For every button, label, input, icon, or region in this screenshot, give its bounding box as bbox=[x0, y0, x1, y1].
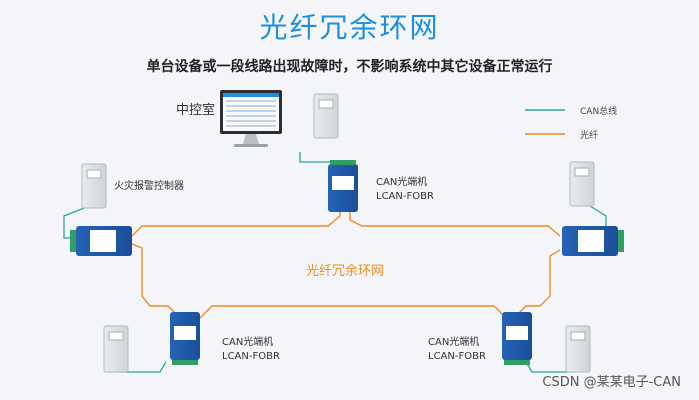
fire-alarm-panel-top bbox=[313, 93, 339, 139]
monitor-icon bbox=[220, 90, 282, 147]
control-room-label: 中控室 bbox=[176, 103, 216, 118]
ring-label: 光纤冗余环网 bbox=[306, 264, 385, 279]
can-fiber-converter-right bbox=[562, 226, 624, 256]
can-fiber-converter-left bbox=[70, 226, 132, 256]
page-subtitle: 单台设备或一段线路出现故障时，不影响系统中其它设备正常运行 bbox=[146, 59, 553, 75]
fire-alarm-panel-bottom-right bbox=[565, 325, 591, 373]
converter-bl-name: CAN光端机 bbox=[222, 337, 274, 348]
watermark: CSDN @某某电子-CAN bbox=[542, 375, 681, 390]
converter-br-name: CAN光端机 bbox=[428, 337, 480, 348]
fire-controller-label: 火灾报警控制器 bbox=[114, 181, 184, 192]
can-fiber-converter-bottom-right bbox=[502, 312, 532, 365]
fiber-ring bbox=[131, 210, 561, 319]
can-fiber-converter-top bbox=[328, 160, 358, 212]
page-title: 光纤冗余环网 bbox=[259, 11, 440, 44]
converter-top-model: LCAN-FOBR bbox=[376, 191, 434, 202]
fire-alarm-panel-bottom-left bbox=[103, 325, 129, 373]
legend-can-text: CAN总线 bbox=[580, 107, 618, 117]
fire-alarm-panel-right bbox=[569, 161, 595, 207]
fire-alarm-panel-left bbox=[81, 163, 107, 209]
legend-fiber-text: 光纤 bbox=[580, 131, 599, 141]
converter-top-name: CAN光端机 bbox=[376, 177, 428, 188]
can-fiber-converter-bottom-left bbox=[170, 312, 200, 365]
converter-br-model: LCAN-FOBR bbox=[428, 351, 486, 362]
converter-bl-model: LCAN-FOBR bbox=[222, 351, 280, 362]
